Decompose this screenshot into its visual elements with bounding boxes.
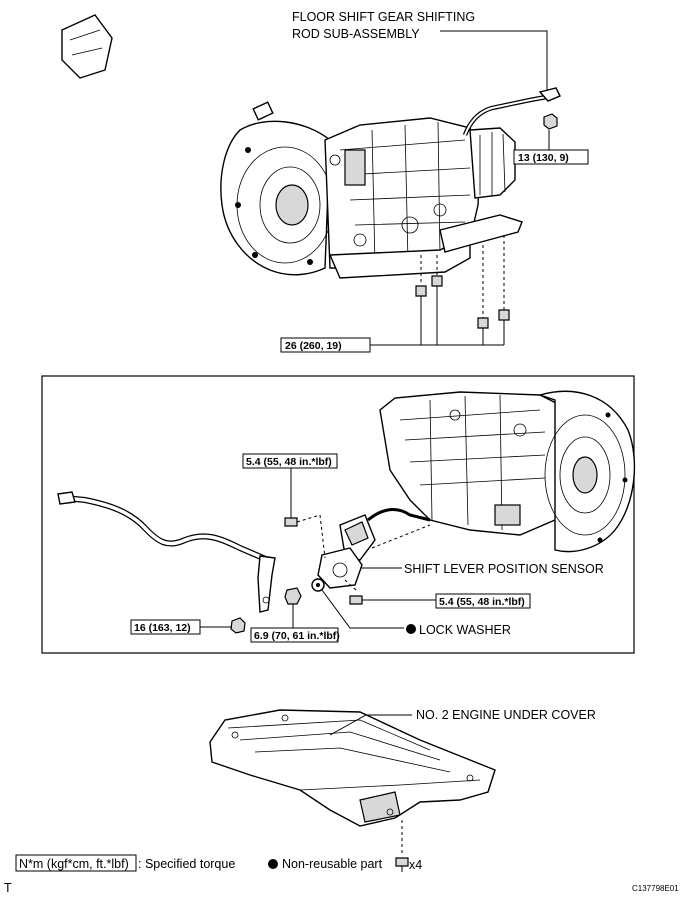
lock-washer-leader (321, 589, 404, 629)
torque-box-sensor-nut (250, 627, 339, 643)
legend-bolt-count: x4 (409, 858, 422, 872)
torque-box-rod-nut-lower (130, 619, 201, 635)
shift-sensor-label: SHIFT LEVER POSITION SENSOR (404, 562, 604, 576)
lock-washer-label: LOCK WASHER (419, 623, 511, 637)
under-cover (209, 709, 496, 827)
detail-frame (41, 375, 635, 654)
footer-left-letter: T (4, 881, 12, 895)
legend-nonreusable: Non-reusable part (282, 857, 383, 871)
torque-rod-nut: 13 (130, 9) (518, 152, 569, 164)
floor-shift-rod-label-line2: ROD SUB-ASSEMBLY (292, 27, 420, 41)
transmission-detail (57, 390, 636, 634)
torque-sensor-nut: 6.9 (70, 61 in.*lbf) (254, 630, 340, 642)
torque-sensor-bolt-top: 5.4 (55, 48 in.*lbf) (246, 456, 332, 468)
non-reusable-dot-icon (406, 624, 416, 634)
torque-box-cover-bolts (280, 337, 371, 353)
floor-shift-rod-leader (440, 30, 548, 90)
torque-cover-bolts: 26 (260, 19) (285, 340, 342, 352)
under-cover-label: NO. 2 ENGINE UNDER COVER (416, 708, 596, 722)
legend-torque-desc: : Specified torque (138, 857, 235, 871)
legend-torque-box (15, 854, 137, 872)
floor-shift-rod-label-line1: FLOOR SHIFT GEAR SHIFTING (292, 10, 475, 24)
bolt-icon (395, 857, 409, 872)
torque-box-rod-nut (513, 149, 589, 165)
cover-bolts (370, 235, 510, 346)
under-cover-leader (329, 714, 412, 736)
torque-sensor-bolt-right: 5.4 (55, 48 in.*lbf) (439, 596, 525, 608)
torque-box-sensor-bolt-right (435, 593, 531, 609)
torque-rod-nut-lower: 16 (163, 12) (134, 622, 191, 634)
legend-non-reusable-dot-icon (268, 859, 278, 869)
figure-code: C137798E01 (632, 884, 679, 893)
torque-box-sensor-bolt-top (242, 453, 338, 469)
transmission-top (61, 12, 561, 279)
legend-torque-unit: N*m (kgf*cm, ft.*lbf) (19, 857, 129, 871)
